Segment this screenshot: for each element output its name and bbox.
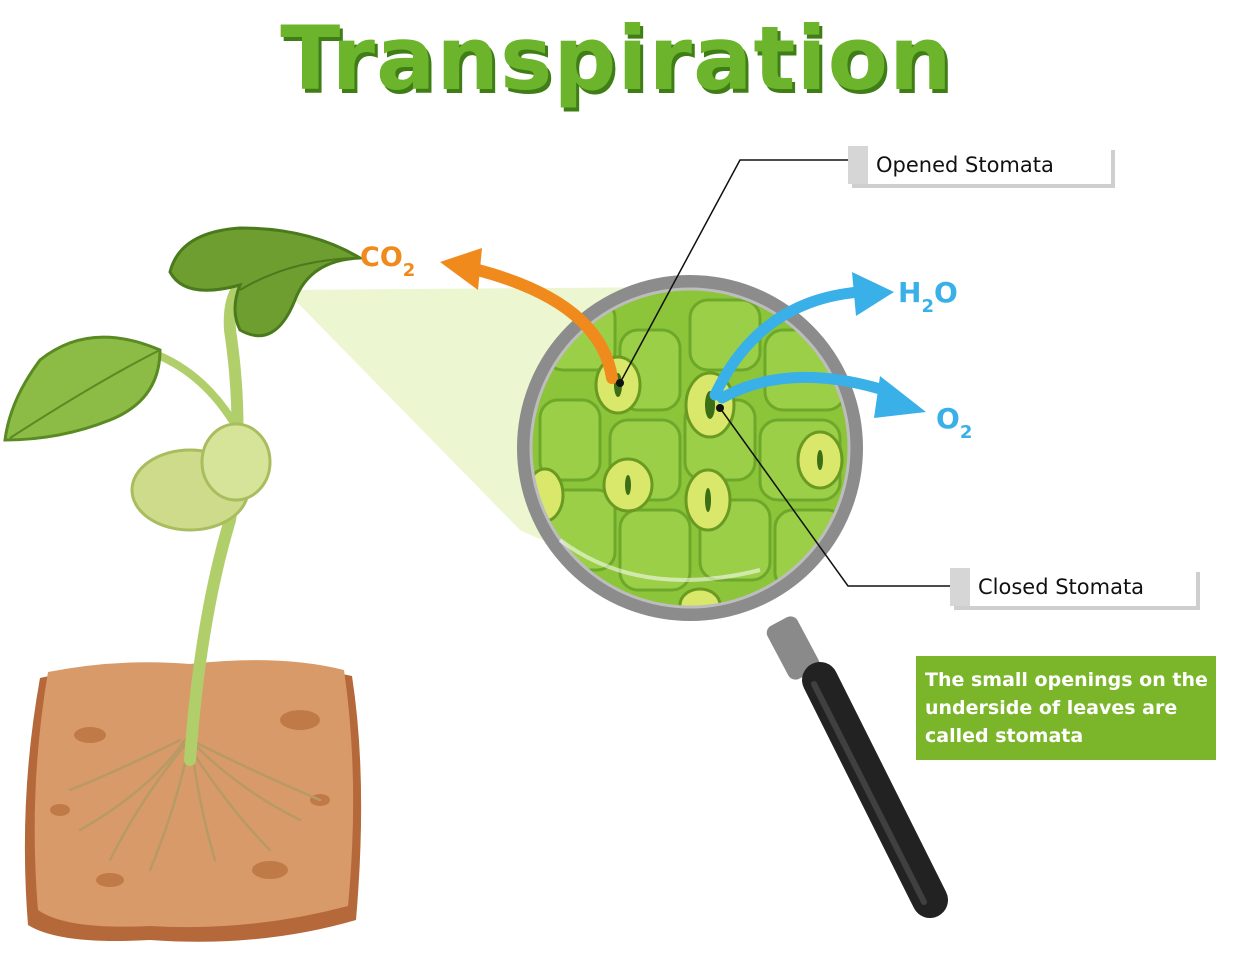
closed-stomata-label: Closed Stomata [950,568,1196,606]
magnifier-handle [766,616,948,918]
soil-block [24,660,362,942]
plant-roots [68,738,322,872]
o2-label: O2 [936,402,972,443]
stomata-cells [530,355,844,608]
h2o-label: H2O [898,276,958,317]
stomata-note: The small openings on the underside of l… [916,656,1216,760]
top-leaf [168,226,366,338]
h2o-arrow [709,286,866,401]
closed-stomata-leader [719,407,950,587]
left-leaf [3,335,162,442]
o2-arrow [716,371,896,404]
opened-stomata-label: Opened Stomata [848,146,1111,184]
diagram-title: Transpiration [280,7,953,110]
magnifier-lens [517,275,863,621]
opened-stomata-leader [619,159,848,384]
co2-arrow [464,262,618,384]
co2-label: CO2 [360,242,415,281]
